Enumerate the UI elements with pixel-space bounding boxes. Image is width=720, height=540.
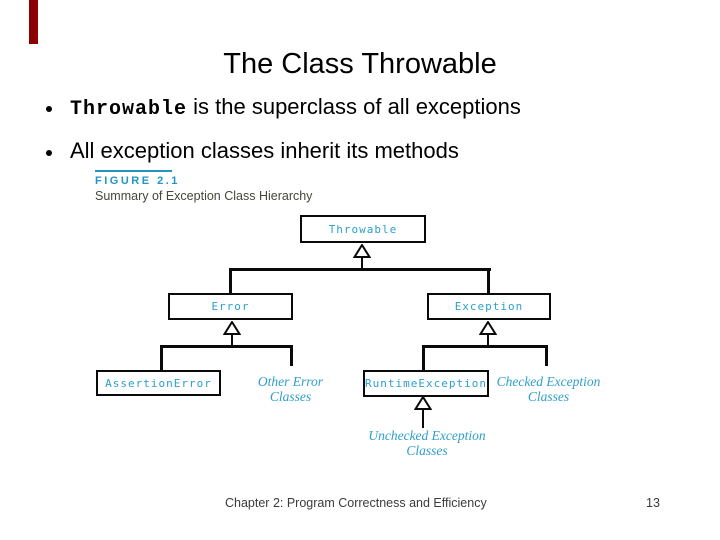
bullet-text: All exception classes inherit its method… <box>70 138 459 163</box>
figure-label: FIGURE 2.1 <box>95 175 180 187</box>
connector-line <box>160 345 163 370</box>
inheritance-arrow-icon <box>414 396 432 410</box>
class-node-error: Error <box>168 293 293 320</box>
class-node-assertion-error: AssertionError <box>96 370 221 396</box>
connector-line <box>231 333 233 347</box>
group-label-line: Unchecked Exception <box>368 428 486 443</box>
figure-label-rule <box>95 170 172 172</box>
bullet-dot <box>46 106 52 112</box>
class-node-throwable: Throwable <box>300 215 426 243</box>
connector-line <box>487 268 490 293</box>
class-node-exception: Exception <box>427 293 551 320</box>
footer-chapter-text: Chapter 2: Program Correctness and Effic… <box>225 496 487 510</box>
group-label-unchecked-exception-classes: Unchecked Exception Classes <box>360 428 494 458</box>
inheritance-arrow-icon <box>479 321 497 335</box>
inheritance-arrow-icon <box>353 244 371 258</box>
page-title: The Class Throwable <box>223 48 497 80</box>
group-label-line: Classes <box>406 442 448 458</box>
inheritance-arrow-icon <box>223 321 241 335</box>
connector-line <box>290 345 293 366</box>
connector-line <box>160 345 293 348</box>
connector-line <box>361 256 363 270</box>
connector-line <box>422 345 425 370</box>
figure-caption: Summary of Exception Class Hierarchy <box>95 189 313 203</box>
group-label-line: Classes <box>269 388 312 404</box>
group-label-line: Other Error <box>257 374 324 389</box>
slide-accent-bar <box>29 0 38 44</box>
connector-line <box>422 345 548 348</box>
connector-line <box>229 268 491 271</box>
group-label-line: Checked Exception <box>496 374 601 389</box>
group-label-checked-exception-classes: Checked Exception Classes <box>486 374 611 404</box>
group-label-other-error-classes: Other Error Classes <box>238 374 343 404</box>
connector-line <box>422 409 424 428</box>
connector-line <box>545 345 548 366</box>
group-label-line: Classes <box>527 388 570 404</box>
bullet-item: Throwable is the superclass of all excep… <box>70 94 521 123</box>
bullet-item: All exception classes inherit its method… <box>70 138 459 164</box>
connector-line <box>229 268 232 293</box>
class-node-runtime-exception: RuntimeException <box>363 370 489 397</box>
footer-page-number: 13 <box>646 496 660 510</box>
bullet-text: is the superclass of all exceptions <box>187 94 521 119</box>
code-term: Throwable <box>70 98 188 121</box>
connector-line <box>487 333 489 347</box>
bullet-dot <box>46 150 52 156</box>
